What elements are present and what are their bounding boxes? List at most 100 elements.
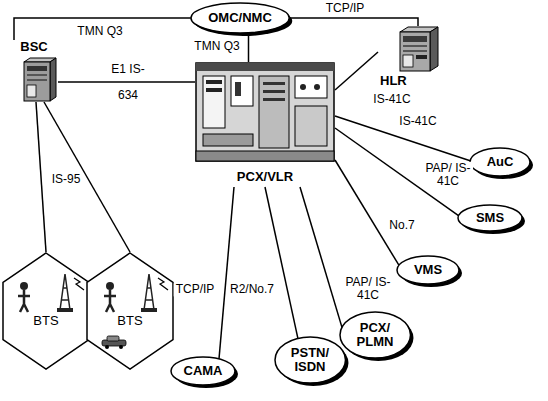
drawing-part bbox=[295, 106, 327, 146]
drawing-part bbox=[144, 274, 154, 310]
connector bbox=[44, 102, 130, 252]
network-element-ellipse: AuC bbox=[469, 147, 531, 177]
edge-label: TCP/IP bbox=[324, 2, 367, 15]
node-label: BTS bbox=[117, 314, 142, 328]
node-label: VMS bbox=[414, 263, 442, 277]
drawing-part bbox=[295, 76, 327, 98]
drawing-part bbox=[400, 32, 430, 71]
bts-cell: BTS bbox=[2, 252, 90, 370]
network-element-ellipse: VMS bbox=[396, 255, 460, 285]
bts-cell-icon bbox=[2, 252, 90, 370]
drawing-part bbox=[18, 290, 30, 312]
drawing-part bbox=[403, 36, 427, 42]
drawing-part bbox=[403, 45, 427, 47]
connector bbox=[36, 102, 46, 252]
connector bbox=[335, 52, 378, 90]
drawing-part bbox=[107, 336, 119, 341]
node-label: PCX/ PLMN bbox=[353, 321, 397, 350]
hlr-server: HLR bbox=[378, 26, 444, 90]
drawing-part bbox=[259, 76, 289, 148]
node-label: PSTN/ ISDN bbox=[288, 346, 332, 375]
drawing-part bbox=[105, 345, 109, 349]
drawing-part bbox=[3, 253, 89, 369]
node-label: AuC bbox=[487, 155, 514, 169]
connector bbox=[14, 18, 191, 40]
connector bbox=[335, 160, 399, 265]
ellipse-body bbox=[397, 256, 459, 284]
ellipse-body bbox=[171, 357, 235, 385]
network-element-ellipse: PCX/ PLMN bbox=[339, 311, 411, 359]
ellipse-body bbox=[458, 205, 522, 231]
drawing-part bbox=[27, 79, 47, 81]
drawing-part bbox=[74, 278, 84, 290]
edge-label: TMN Q3 bbox=[192, 40, 241, 53]
drawing-part bbox=[403, 50, 427, 52]
bts-cell-icon bbox=[86, 252, 174, 370]
edge-label: E1 IS-634 bbox=[106, 56, 150, 108]
connector bbox=[300, 187, 342, 327]
edge-label: PAP/ IS-41C bbox=[423, 162, 473, 188]
node-label: BTS bbox=[33, 314, 58, 328]
drawing-part bbox=[206, 80, 222, 84]
connector bbox=[219, 187, 234, 359]
node-label: OMC/NMC bbox=[208, 11, 272, 25]
edge-label: IS-95 bbox=[50, 173, 83, 186]
edge-label: TCP/IP bbox=[174, 283, 217, 296]
node-label: SMS bbox=[476, 211, 504, 225]
drawing-part bbox=[314, 84, 320, 90]
network-element-ellipse: OMC/NMC bbox=[190, 2, 290, 34]
connector bbox=[248, 33, 250, 62]
drawing-part bbox=[27, 74, 47, 76]
drawing-part bbox=[403, 55, 413, 67]
drawing-part bbox=[231, 76, 253, 106]
drawing-part bbox=[50, 58, 56, 101]
drawing-part bbox=[263, 98, 285, 101]
drawing-part bbox=[430, 27, 438, 71]
drawing-part bbox=[196, 151, 334, 161]
drawing-part bbox=[141, 308, 157, 312]
drawing-part bbox=[60, 274, 70, 310]
bts-cell: BTS bbox=[86, 252, 174, 370]
connector bbox=[58, 81, 195, 83]
edge-label: No.7 bbox=[387, 219, 416, 232]
drawing-part bbox=[158, 278, 168, 290]
drawing-part bbox=[196, 63, 334, 161]
ellipse-body bbox=[470, 148, 530, 176]
edge-label: IS-41C bbox=[397, 115, 438, 128]
drawing-part bbox=[104, 290, 116, 312]
drawing-part bbox=[300, 84, 306, 90]
node-label: CAMA bbox=[184, 364, 223, 378]
drawing-part bbox=[203, 76, 225, 128]
switch-cabinet-icon bbox=[195, 62, 335, 187]
network-element-ellipse: PSTN/ ISDN bbox=[274, 336, 346, 384]
node-label: BSC bbox=[20, 40, 47, 54]
bsc-server: BSC bbox=[10, 40, 58, 102]
drawing-part bbox=[416, 55, 427, 59]
ellipse-body bbox=[340, 312, 410, 358]
drawing-part bbox=[27, 66, 47, 71]
network-element-ellipse: SMS bbox=[457, 204, 523, 232]
drawing-part bbox=[57, 308, 73, 312]
connector bbox=[265, 187, 298, 338]
drawing-part bbox=[235, 82, 241, 96]
ellipse-body bbox=[191, 3, 289, 33]
drawing-part bbox=[106, 282, 114, 290]
drawing-part bbox=[263, 90, 285, 93]
drawing-part bbox=[87, 253, 173, 369]
drawing-part bbox=[206, 88, 222, 92]
edge-label: R2/No.7 bbox=[228, 283, 276, 296]
edge-label: TMN Q3 bbox=[75, 25, 124, 38]
node-label: HLR bbox=[380, 74, 407, 88]
drawing-part bbox=[196, 63, 334, 71]
drawing-part bbox=[263, 82, 285, 85]
drawing-part bbox=[119, 345, 123, 349]
node-label: PCX/VLR bbox=[237, 170, 293, 184]
drawing-part bbox=[24, 62, 50, 101]
drawing-part bbox=[27, 85, 36, 97]
edge-label: PAP/ IS-41C bbox=[343, 276, 393, 302]
connector bbox=[335, 116, 470, 161]
switch-cabinet: PCX/VLR bbox=[195, 62, 335, 187]
ellipse-body bbox=[275, 337, 345, 383]
